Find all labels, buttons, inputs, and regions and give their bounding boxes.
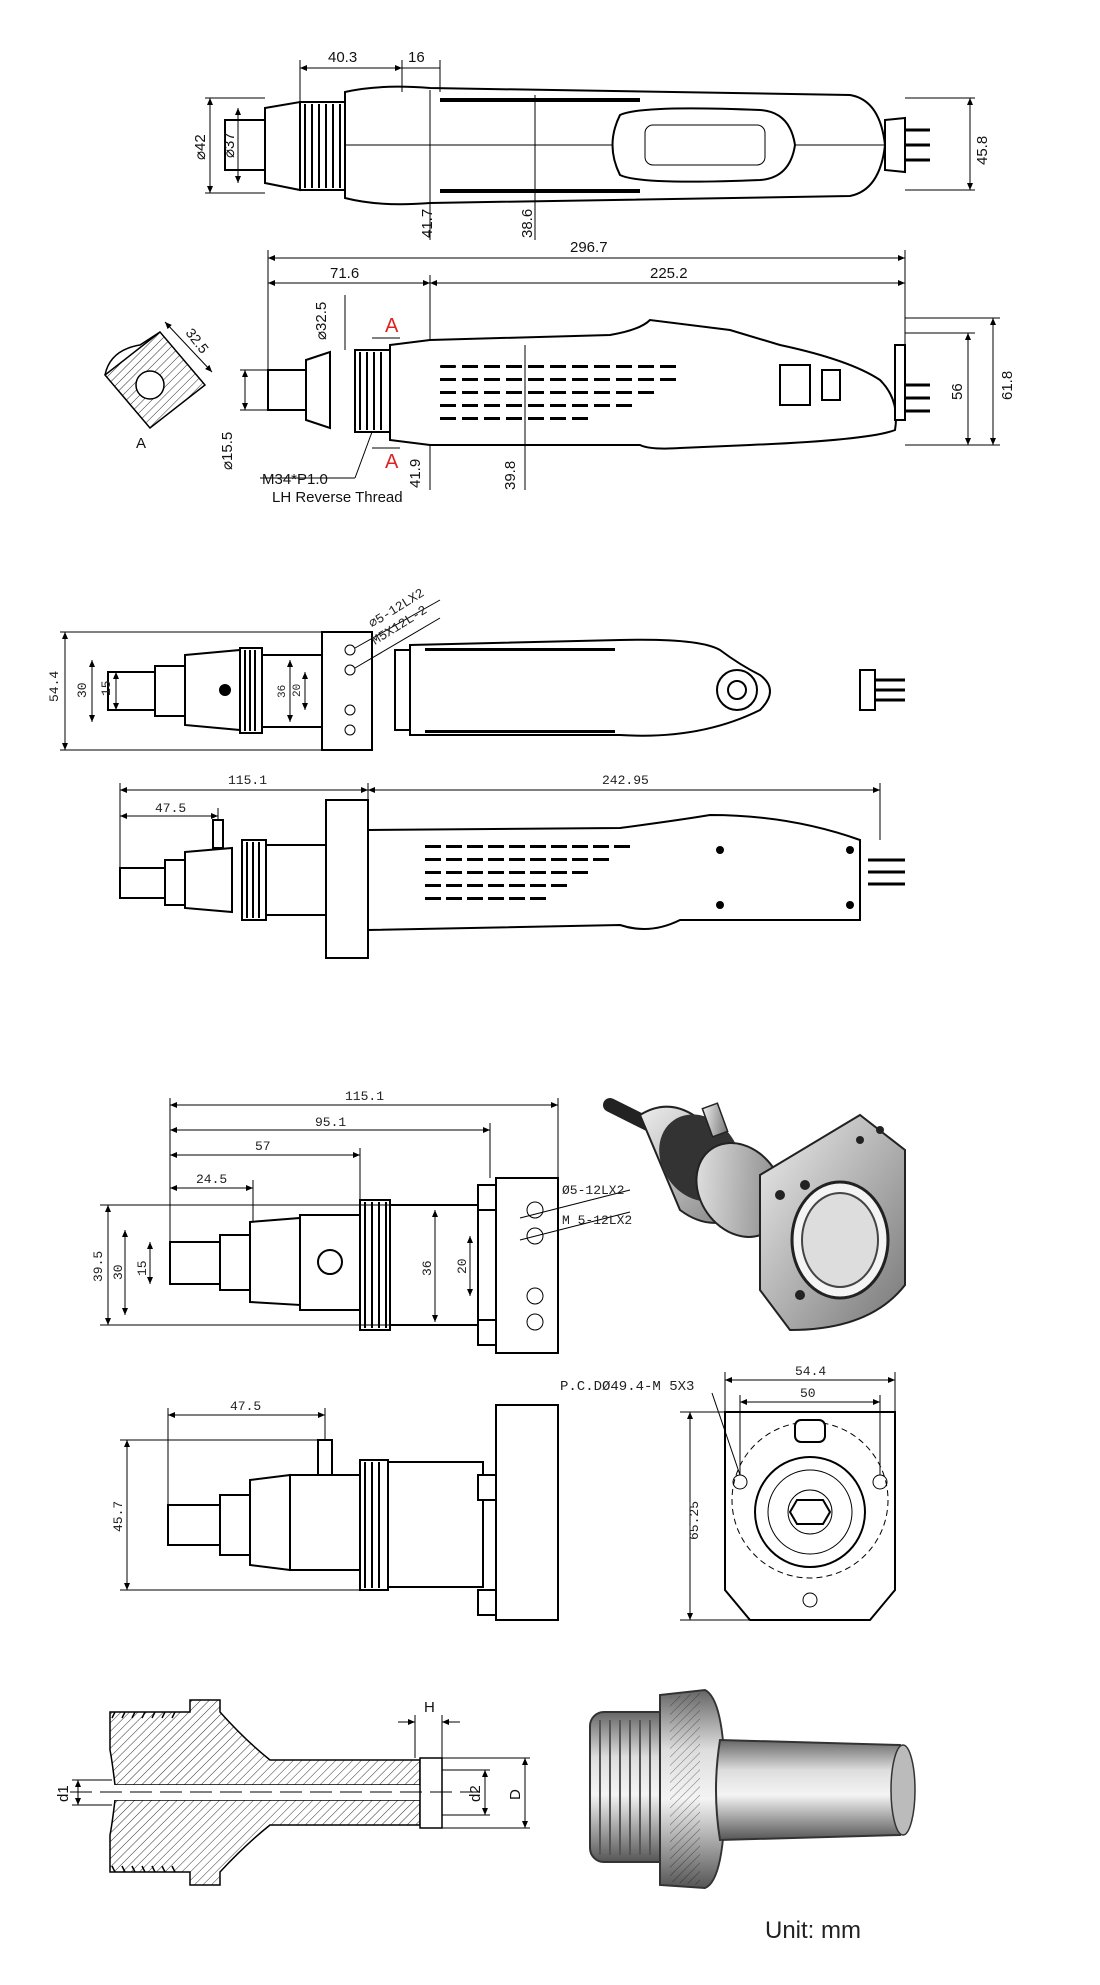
dim-36-b: 36	[420, 1260, 435, 1276]
dim-115-1-a: 115.1	[228, 773, 267, 788]
dim-h: H	[424, 1699, 435, 1716]
thread-note: LH Reverse Thread	[272, 489, 403, 506]
view-3-bracket-top: 54.4 30 15 36 20 ⌀5-12LX2 M5X12L-2	[47, 586, 905, 751]
dim-71-6: 71.6	[330, 265, 359, 282]
dim-d1: d1	[55, 1785, 72, 1802]
section-a-label: A	[136, 435, 146, 452]
unit-label: Unit: mm	[765, 1917, 861, 1944]
dim-30: 30	[75, 682, 90, 698]
dim-39-5: 39.5	[91, 1251, 106, 1282]
dim-41-9: 41.9	[407, 459, 424, 488]
dim-20: 20	[292, 684, 304, 697]
dim-40-3: 40.3	[328, 49, 357, 66]
view-5-bracket-closeup: 115.1 95.1 57 24.5 39.5 30 15 36 20 Ø5-1…	[91, 1089, 632, 1354]
dim-47-5-b: 47.5	[230, 1399, 261, 1414]
section-mark-a-bottom: A	[385, 451, 399, 473]
view-4-bracket-side: 115.1 242.95 47.5	[119, 773, 905, 959]
dim-56: 56	[949, 383, 966, 400]
dim-54-4: 54.4	[47, 671, 62, 702]
dim-242-95: 242.95	[602, 773, 649, 788]
dim-15-b: 15	[135, 1260, 150, 1276]
dim-225-2: 225.2	[650, 265, 688, 282]
view-7-bracket-front: 54.4 50 65.25 P.C.DØ49.4-M 5X3	[560, 1364, 896, 1621]
dim-47-5-a: 47.5	[155, 801, 186, 816]
dim-115-1-b: 115.1	[345, 1089, 384, 1104]
dim-24-5: 24.5	[196, 1172, 227, 1187]
view-1-top-drawing: 40.3 16 ⌀42 ⌀37 41.7 38.6 45.8	[192, 49, 991, 240]
dim-16: 16	[408, 49, 425, 66]
dim-54-4-b: 54.4	[795, 1364, 826, 1379]
dim-d2: d2	[467, 1785, 484, 1802]
dim-20-b: 20	[455, 1258, 470, 1274]
bracket-3d-render	[603, 1098, 906, 1332]
dim-dia-15-5: ⌀15.5	[219, 432, 236, 470]
dim-39-8: 39.8	[502, 461, 519, 490]
dim-50: 50	[800, 1386, 816, 1401]
dim-36: 36	[277, 685, 289, 698]
view-2-side-drawing: A A 296.7 71.6 225.2 ⌀32.5 ⌀15.5 41.9 39…	[103, 239, 1016, 506]
dim-30-b: 30	[111, 1264, 126, 1280]
adapter-photo	[589, 1688, 916, 1890]
dim-dia-32-5: ⌀32.5	[313, 302, 330, 340]
view-6-bracket-side: 47.5 45.7	[111, 1399, 559, 1621]
dim-95-1: 95.1	[315, 1115, 346, 1130]
dim-296-7: 296.7	[570, 239, 608, 256]
hole-spec-4: M 5-12LX2	[562, 1213, 632, 1228]
dim-38-6: 38.6	[519, 209, 536, 238]
thread-spec: M34*P1.0	[262, 471, 328, 488]
dim-d-outer: D	[507, 1789, 524, 1800]
dim-45-8: 45.8	[974, 136, 991, 165]
dim-61-8: 61.8	[999, 371, 1016, 400]
hole-spec-3: Ø5-12LX2	[562, 1183, 624, 1198]
section-mark-a-top: A	[385, 315, 399, 337]
dim-45-7: 45.7	[111, 1501, 126, 1532]
dim-65-25: 65.25	[687, 1501, 702, 1540]
dim-dia-37: ⌀37	[221, 132, 238, 158]
dim-41-7: 41.7	[419, 209, 436, 238]
adapter-section-drawing: H d1 d2 D	[55, 1699, 530, 1886]
pcd-spec: P.C.DØ49.4-M 5X3	[560, 1379, 694, 1395]
dim-57: 57	[255, 1139, 271, 1154]
dim-dia-42: ⌀42	[192, 134, 209, 160]
dim-15: 15	[99, 680, 114, 696]
section-a-dim: 32.5	[183, 325, 213, 356]
